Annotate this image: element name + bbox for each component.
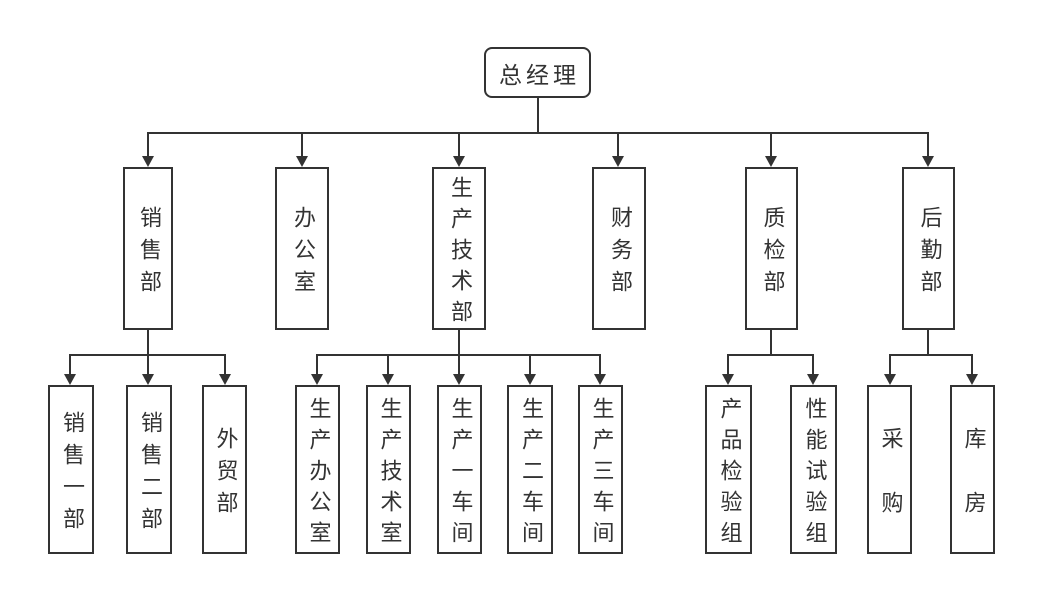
connector-drop [316, 354, 318, 375]
arrow-down-icon [922, 156, 934, 167]
org-node-label: 销售部 [136, 205, 161, 302]
org-node-label: 生产二车间 [518, 396, 543, 552]
arrow-down-icon [453, 374, 465, 385]
connector-drop [889, 354, 891, 375]
org-node-purchasing: 采购 [867, 385, 912, 555]
arrow-down-icon [765, 156, 777, 167]
connector-bus-logistics [889, 354, 973, 356]
org-node-general-manager: 总经理 [484, 47, 591, 98]
org-node-sales-division-1: 销售一部 [48, 385, 94, 554]
org-node-finance-dept: 财务部 [592, 167, 646, 330]
connector-drop [529, 354, 531, 375]
arrow-down-icon [142, 156, 154, 167]
arrow-down-icon [884, 374, 896, 385]
arrow-down-icon [311, 374, 323, 385]
connector-drop [458, 354, 460, 375]
org-node-label: 办公室 [290, 205, 315, 302]
org-node-label: 质检部 [759, 205, 785, 302]
arrow-down-icon [296, 156, 308, 167]
arrow-down-icon [594, 374, 606, 385]
org-node-label: 产品检验组 [716, 396, 742, 552]
connector-drop [727, 354, 729, 375]
org-node-label: 总经理 [499, 62, 580, 89]
connector-bus-quality [727, 354, 814, 356]
org-node-label: 生产技术室 [376, 396, 402, 552]
org-node-production-office: 生产办公室 [295, 385, 340, 554]
org-node-sales-division-2: 销售二部 [126, 385, 172, 554]
connector-drop [458, 132, 460, 158]
org-node-label: 生产三车间 [588, 396, 614, 552]
connector-drop [301, 132, 303, 158]
connector-drop [617, 132, 619, 158]
org-node-label: 生产一车间 [447, 396, 473, 552]
org-node-product-inspection-group: 产品检验组 [705, 385, 752, 554]
org-node-logistics-dept: 后勤部 [902, 167, 955, 330]
connector-drop [927, 132, 929, 158]
arrow-down-icon [524, 374, 536, 385]
org-node-workshop-2: 生产二车间 [507, 385, 553, 554]
arrow-down-icon [142, 374, 154, 385]
arrow-down-icon [722, 374, 734, 385]
arrow-down-icon [453, 156, 465, 167]
org-node-label: 后勤部 [916, 205, 942, 302]
connector-stub [147, 330, 149, 356]
connector-stub [770, 330, 772, 356]
connector-drop [387, 354, 389, 375]
org-node-label: 性能试验组 [801, 396, 827, 552]
connector-drop [599, 354, 601, 375]
org-node-label: 外贸部 [212, 426, 238, 523]
arrow-down-icon [219, 374, 231, 385]
connector-stub [458, 330, 460, 356]
org-node-label: 生产技术部 [447, 175, 472, 331]
org-node-performance-test-group: 性能试验组 [790, 385, 837, 554]
org-node-label: 销售二部 [137, 410, 162, 539]
org-node-workshop-1: 生产一车间 [437, 385, 482, 554]
connector-trunk [537, 98, 539, 134]
org-node-foreign-trade-dept: 外贸部 [202, 385, 247, 554]
org-node-label: 销售一部 [59, 410, 84, 539]
connector-stub [927, 330, 929, 356]
org-node-label: 生产办公室 [305, 396, 331, 552]
arrow-down-icon [64, 374, 76, 385]
org-node-warehouse: 库房 [950, 385, 995, 555]
connector-drop [812, 354, 814, 375]
org-node-label: 库房 [960, 426, 986, 555]
org-node-production-tech-dept: 生产技术部 [432, 167, 486, 331]
org-node-label: 采购 [877, 426, 903, 555]
org-node-label: 财务部 [607, 205, 632, 302]
connector-drop [971, 354, 973, 375]
org-node-office: 办公室 [275, 167, 329, 330]
arrow-down-icon [966, 374, 978, 385]
arrow-down-icon [612, 156, 624, 167]
org-node-workshop-3: 生产三车间 [578, 385, 623, 554]
connector-drop [147, 132, 149, 158]
connector-bus-level1 [147, 132, 929, 134]
org-node-sales-dept: 销售部 [123, 167, 173, 330]
org-node-production-tech-room: 生产技术室 [366, 385, 411, 554]
connector-drop [224, 354, 226, 375]
arrow-down-icon [382, 374, 394, 385]
connector-drop [69, 354, 71, 375]
connector-drop [770, 132, 772, 158]
connector-drop [147, 354, 149, 375]
org-node-quality-inspection-dept: 质检部 [745, 167, 798, 330]
arrow-down-icon [807, 374, 819, 385]
